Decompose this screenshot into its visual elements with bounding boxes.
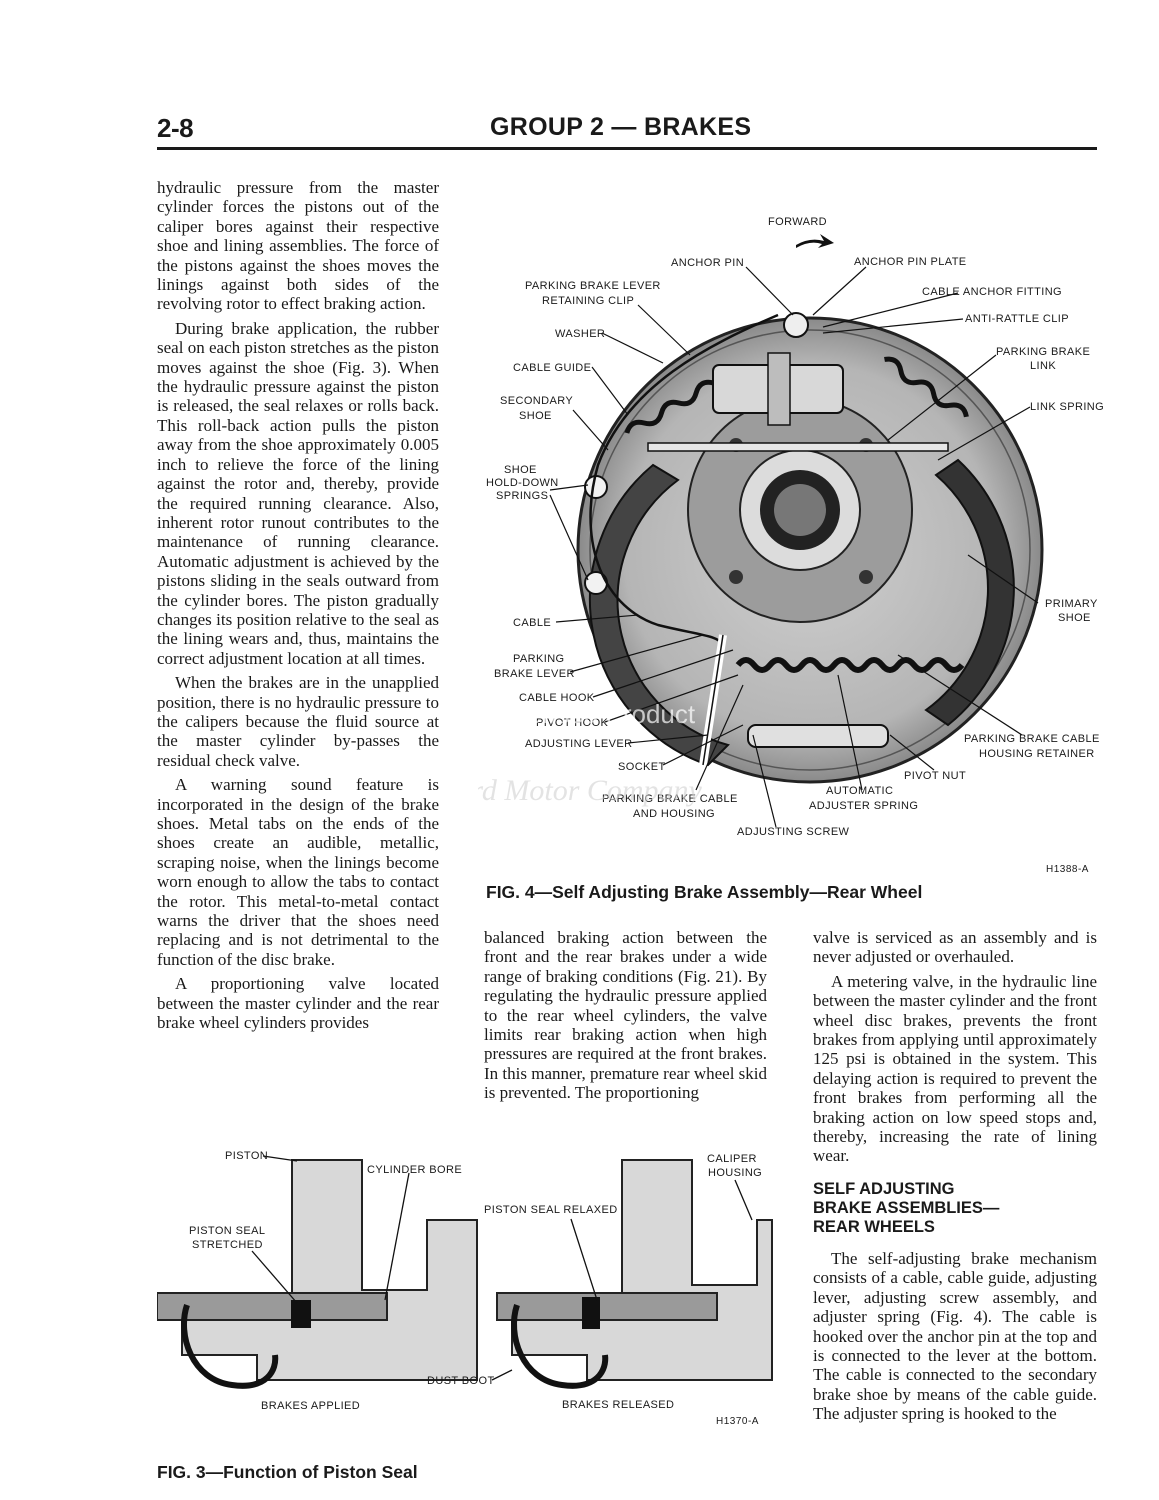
label-adjusting-screw: ADJUSTING SCREW [737,826,850,838]
return-spring-primary [884,356,969,418]
forward-arrow-icon [796,234,834,248]
label-piston-seal-relaxed: PISTON SEAL RELAXED [484,1204,618,1216]
secondary-shoe [588,463,730,767]
automatic-adjuster-spring [735,657,965,673]
label-automatic-adjuster-spring: AUTOMATIC [826,785,893,797]
label-automatic-adjuster-spring: ADJUSTER SPRING [809,800,918,812]
section-heading: SELF ADJUSTING BRAKE ASSEMBLIES— REAR WH… [813,1180,1097,1237]
label-secondary-shoe: SECONDARY [500,395,573,407]
label-washer: WASHER [555,328,605,340]
paragraph: During brake application, the rubber sea… [157,318,439,668]
label-parking-brake-lever: BRAKE LEVER [494,668,575,680]
label-brakes-released: BRAKES RELEASED [562,1399,674,1411]
text-column-2: balanced braking action between the fron… [484,928,767,1108]
forward-label: FORWARD [768,216,827,228]
heading-line: SELF ADJUSTING [813,1179,955,1198]
paragraph: When the brakes are in the unapplied pos… [157,673,439,770]
label-parking-brake-lever-retaining-clip: RETAINING CLIP [542,295,634,307]
paragraph: hydraulic pressure from the master cylin… [157,178,439,314]
dust-boot [511,1304,609,1389]
brakes-released-diagram [496,1159,773,1389]
label-primary-shoe: SHOE [1058,612,1091,624]
label-parking-brake-cable-and-housing: PARKING BRAKE CABLE [602,793,738,805]
anchor-pin [783,312,809,338]
label-cable-anchor-fitting: CABLE ANCHOR FITTING [922,286,1062,298]
heading-line: BRAKE ASSEMBLIES— [813,1198,1000,1217]
label-parking-brake-link: PARKING BRAKE [996,346,1090,358]
label-cable-hook: CABLE HOOK [519,692,595,704]
page-title: GROUP 2 — BRAKES [490,113,752,141]
label-cylinder-bore: CYLINDER BORE [367,1164,462,1176]
piston [496,1292,718,1321]
label-cable-guide: CABLE GUIDE [513,362,591,374]
label-parking-brake-link: LINK [1030,360,1056,372]
label-parking-brake-lever: PARKING [513,653,565,665]
label-link-spring: LINK SPRING [1030,401,1104,413]
label-anchor-pin-plate: ANCHOR PIN PLATE [854,256,967,268]
hold-down-spring [584,475,608,499]
watermark-text: Ford Motor Company [478,774,703,807]
piston [157,1292,388,1321]
seal-stretched [291,1300,311,1328]
text-column-1: hydraulic pressure from the master cylin… [157,178,439,1037]
header-rule [157,147,1097,150]
adjuster-cable [589,313,779,646]
label-anti-rattle-clip: ANTI-RATTLE CLIP [965,313,1069,325]
seal-relaxed [582,1297,600,1329]
dust-boot [181,1304,279,1389]
label-primary-shoe: PRIMARY [1045,598,1098,610]
primary-shoe [924,458,1015,727]
paragraph: A warning sound feature is incorporated … [157,775,439,969]
figure-4-caption: FIG. 4—Self Adjusting Brake Assembly—Rea… [486,882,923,902]
adjusting-screw [747,724,889,748]
label-shoe-hold-down-springs: SHOE [504,464,537,476]
watermark-text: Official Licensed Product [478,699,696,729]
figure-3-piston-seal: PISTON CYLINDER BORE PISTON SEAL STRETCH… [157,1150,773,1412]
label-piston-seal-stretched: PISTON SEAL [189,1225,265,1237]
parking-brake-link [647,442,949,452]
label-caliper-housing: CALIPER [707,1153,757,1165]
figure-code: H1388-A [1046,864,1089,875]
label-dust-boot: DUST BOOT [427,1375,495,1387]
label-brakes-applied: BRAKES APPLIED [261,1400,360,1412]
label-parking-brake-cable-housing-retainer: HOUSING RETAINER [979,748,1095,760]
label-parking-brake-lever-retaining-clip: PARKING BRAKE LEVER [525,280,661,292]
page-number: 2-8 [157,113,194,143]
label-shoe-hold-down-springs: HOLD-DOWN [486,477,559,489]
label-shoe-hold-down-springs: SPRINGS [496,490,548,502]
label-caliper-housing: HOUSING [708,1167,762,1179]
label-secondary-shoe: SHOE [519,410,552,422]
heading-line: REAR WHEELS [813,1217,935,1236]
label-socket: SOCKET [618,761,666,773]
paragraph: The self-adjusting brake mechanism consi… [813,1248,1097,1424]
label-parking-brake-cable-housing-retainer: PARKING BRAKE CABLE [964,733,1100,745]
brakes-applied-diagram [157,1159,478,1389]
figure-code: H1370-A [716,1416,759,1427]
return-spring-secondary [624,379,715,434]
paragraph: A proportioning valve located between th… [157,974,439,1033]
label-cable: CABLE [513,617,551,629]
figure-4-brake-assembly: FORWARD ANCHOR PIN ANCHOR PIN PLATE PARK… [478,216,1104,838]
label-parking-brake-cable-and-housing: AND HOUSING [633,808,715,820]
label-anchor-pin: ANCHOR PIN [671,257,744,269]
paragraph: A metering valve, in the hydraulic line … [813,971,1097,1166]
label-piston: PISTON [225,1150,268,1162]
text-column-3: valve is serviced as an assembly and is … [813,928,1097,1429]
label-pivot-nut: PIVOT NUT [904,770,966,782]
label-adjusting-lever: ADJUSTING LEVER [525,738,632,750]
label-pivot-hook: PIVOT HOOK [536,717,609,729]
label-piston-seal-stretched: STRETCHED [192,1239,263,1251]
figure-3-caption: FIG. 3—Function of Piston Seal [157,1462,418,1482]
paragraph: balanced braking action between the fron… [484,928,768,1103]
paragraph: valve is serviced as an assembly and is … [813,928,1097,967]
